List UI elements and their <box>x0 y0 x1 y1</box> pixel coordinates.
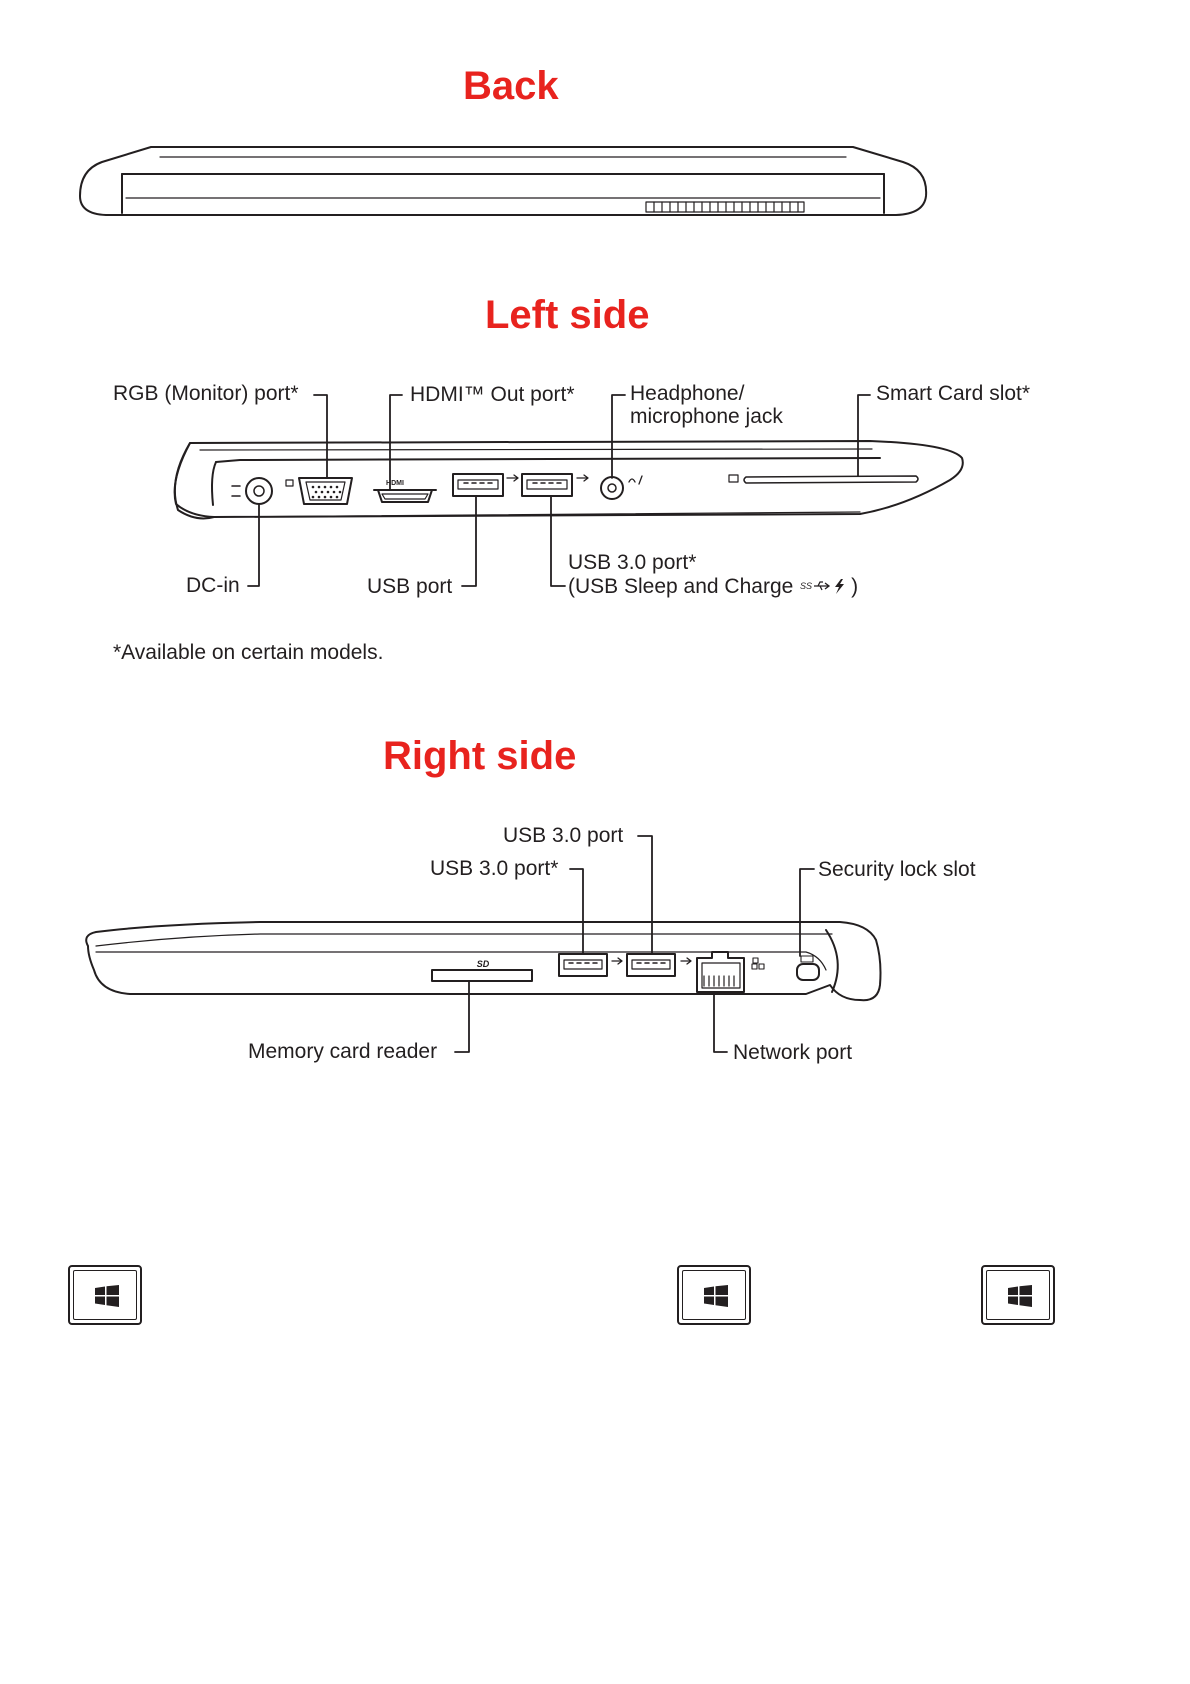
back-vent-grille <box>646 202 804 212</box>
label-usb30-line1: USB 3.0 port* <box>568 551 696 575</box>
windows-key-icon <box>677 1265 751 1325</box>
label-smart-card-slot: Smart Card slot* <box>876 382 1030 406</box>
windows-key-icon <box>981 1265 1055 1325</box>
svg-text:SS: SS <box>800 581 812 591</box>
windows-logo-icon <box>95 1285 119 1307</box>
usb-30-sleep-charge-port <box>522 474 588 496</box>
rgb-monitor-port <box>286 478 352 504</box>
label-right-usb30-star-port: USB 3.0 port* <box>430 857 558 881</box>
label-usb30-sleep-charge-text: (USB Sleep and Charge <box>568 575 793 598</box>
windows-logo-icon <box>1008 1285 1032 1307</box>
footnote: *Available on certain models. <box>113 641 383 665</box>
label-headphone-line1: Headphone/ <box>630 382 744 406</box>
label-right-usb30-port: USB 3.0 port <box>503 824 623 848</box>
label-usb30-line2: (USB Sleep and Charge SS ) <box>568 575 858 599</box>
ss-usb-charge-icon: SS <box>799 577 851 595</box>
windows-key-icon <box>68 1265 142 1325</box>
headphone-microphone-jack <box>601 476 642 499</box>
back-view-illustration <box>80 147 926 215</box>
label-headphone-line2: microphone jack <box>630 405 783 429</box>
label-usb-port: USB port <box>367 575 452 599</box>
smart-card-slot <box>729 475 918 483</box>
network-port <box>697 952 764 992</box>
right-usb-30-port <box>627 954 691 976</box>
label-network-port: Network port <box>733 1041 852 1065</box>
dc-in-port <box>232 478 272 504</box>
right-usb-30-star-port <box>559 954 622 976</box>
sd-port-mark: SD <box>477 959 490 969</box>
security-lock-slot <box>797 956 819 980</box>
label-rgb-monitor-port: RGB (Monitor) port* <box>113 382 299 406</box>
label-usb30-closing-paren: ) <box>851 575 858 598</box>
hdmi-port-mark: HDMI <box>386 480 404 487</box>
label-dc-in: DC-in <box>186 574 240 598</box>
label-memory-card-reader: Memory card reader <box>248 1040 437 1064</box>
label-hdmi-out-port: HDMI™ Out port* <box>410 383 575 407</box>
windows-logo-icon <box>704 1285 728 1307</box>
label-security-lock-slot: Security lock slot <box>818 858 976 882</box>
memory-card-reader-slot <box>432 970 532 981</box>
usb-port <box>453 474 518 496</box>
hdmi-out-port <box>374 490 436 502</box>
